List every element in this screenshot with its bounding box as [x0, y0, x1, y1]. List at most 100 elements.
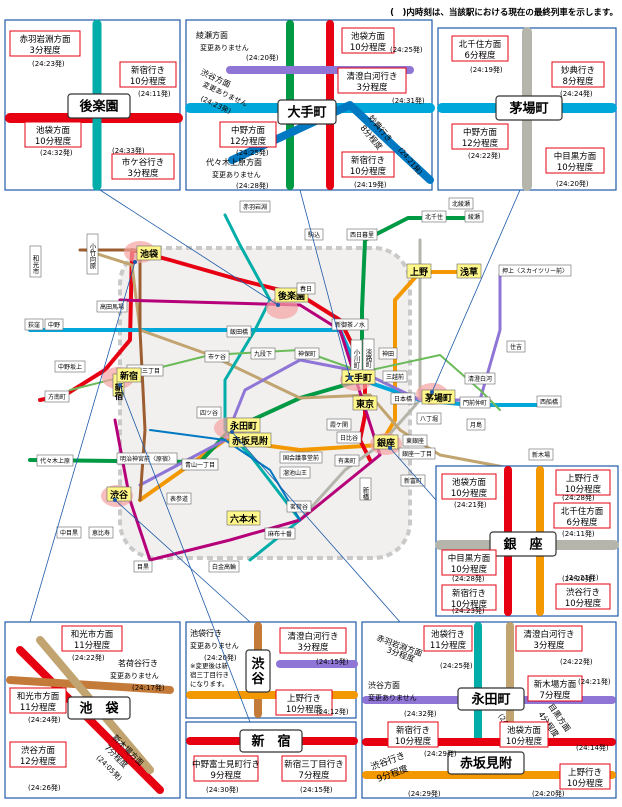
korakuen-item-1-last: (24:11発): [138, 89, 171, 98]
station-16-label: 高田馬場: [100, 303, 124, 311]
pointer-korakuen-tip: [276, 303, 280, 307]
korakuen-item-1-frequency: 10分程度: [130, 76, 167, 87]
station-24-label: 中野坂上: [58, 363, 82, 371]
otemachi-item-3-frequency: 3分程度: [357, 82, 388, 93]
kayabacho-item-1-box: [551, 61, 605, 88]
station-32-label: 住吉: [510, 343, 522, 351]
line-yurakucho: [83, 248, 522, 472]
station-11-box: [498, 264, 572, 277]
kayabacho-item-1-direction: 妙典行き: [561, 65, 595, 76]
station-28: 神保町: [294, 347, 320, 360]
ikebukuro-item-1-last: (24:24発): [28, 715, 61, 724]
korakuen-item-0-frequency: 3分程度: [30, 45, 61, 56]
otemachi-item-7-last: (24:19発): [354, 180, 387, 189]
ginza-item-2-frequency: 6分程度: [567, 517, 598, 528]
station-6-label: 北綾瀬: [452, 200, 470, 208]
station-10: 浅草: [456, 263, 482, 279]
nagatacho-item-6-box: [387, 721, 439, 748]
kayabacho-item-0-last: (24:19発): [470, 65, 503, 74]
station-21-label: 小川町: [352, 348, 360, 369]
otemachi-title-label: 大手町: [287, 105, 326, 121]
station-37-box: [352, 395, 378, 411]
ikebukuro-item-0-box: [61, 625, 123, 652]
station-16-box: [96, 300, 128, 313]
otemachi-title: 大手町: [277, 99, 337, 125]
ginza-item-4-frequency: 10分程度: [451, 599, 488, 610]
station-63: 新富町: [400, 474, 426, 487]
station-44: 日比谷: [336, 431, 362, 444]
ginza-item-0-frequency: 10分程度: [451, 488, 488, 499]
station-27: 九段下: [250, 347, 276, 360]
station-28-label: 神保町: [298, 350, 316, 358]
station-31-label: 清澄白河: [468, 375, 492, 383]
nagatacho-item-9-frequency: 10分程度: [567, 778, 604, 789]
otemachi-item-6-dir: 代々木上原方面: [206, 157, 262, 167]
station-28-box: [294, 347, 320, 360]
station-4: 駒込: [304, 228, 324, 241]
kayabacho-item-0-box: [451, 35, 509, 62]
station-63-label: 新富町: [404, 477, 422, 485]
korakuen-item-2-frequency: 10分程度: [35, 136, 72, 147]
station-36-box: [536, 395, 562, 408]
kayabacho-title: 茅場町: [495, 95, 563, 121]
station-62-box: [402, 434, 428, 447]
nagatacho-item-7-box: [499, 721, 549, 748]
ikebukuro-title-label: 池 袋: [79, 701, 119, 717]
station-29-label: 大手町: [345, 372, 372, 384]
pointer-kayabacho-tip: [430, 390, 434, 394]
station-9-label: 上野: [410, 266, 428, 278]
otemachi-item-1-frequency: 10分程度: [350, 42, 387, 53]
ginza-item-3-last: (24:28発): [452, 574, 485, 583]
station-51-label: 明治神宮前〈原宿〉: [120, 455, 174, 463]
station-66-box: [116, 367, 142, 383]
nagatacho-item-7-direction: 池袋方面: [507, 725, 542, 736]
otemachi-item-1-box: [341, 27, 395, 54]
ginza-title-box: [489, 531, 557, 557]
station-14-box: [24, 318, 44, 331]
station-59: 白金高輪: [208, 560, 240, 573]
ginza-title: 銀 座: [489, 531, 557, 557]
station-50: 代々木上原: [36, 454, 74, 467]
pointer-shinjuku: [119, 384, 251, 723]
otemachi-item-0-last: (24:20発): [246, 53, 279, 62]
otemachi-item-3-direction: 清澄白河行き: [346, 71, 397, 82]
station-27-box: [250, 347, 276, 360]
station-27-label: 九段下: [254, 350, 272, 358]
station-54-box: [106, 486, 132, 502]
station-5: 西日暮里: [346, 228, 378, 241]
korakuen-item-0-box: [9, 30, 81, 57]
nagatacho-item-4-freq: 変更ありません: [368, 693, 417, 702]
ginza-item-0-last: (24:21発): [454, 500, 487, 509]
korakuen-item-2-last: (24:32発): [40, 148, 73, 157]
station-60-box: [133, 560, 153, 573]
shibuya-item-0-freq: 変更ありません: [190, 641, 239, 650]
korakuen-item-3-direction: 市ケ谷行き: [122, 157, 165, 168]
station-33: 日本橋: [390, 392, 416, 405]
station-11: 押上〈スカイツリー前〉: [498, 264, 572, 277]
station-58-box: [88, 526, 114, 539]
station-15-box: [44, 318, 64, 331]
shibuya-title-label: 渋谷: [251, 656, 265, 687]
pointer-ginza-tip: [388, 446, 392, 450]
station-40-label: 赤坂見附: [232, 435, 268, 447]
shinjuku-title: 新 宿: [239, 729, 303, 753]
station-2-box: [239, 200, 271, 213]
station-42-label: 溜池山王: [283, 469, 307, 477]
station-37-label: 東京: [356, 398, 374, 410]
korakuen-item-2-box: [24, 121, 82, 148]
station-2-label: 赤羽岩淵: [243, 203, 267, 211]
station-52: 青山一丁目: [181, 458, 219, 471]
otemachi-item-7-direction: 新宿行き: [351, 155, 385, 166]
ginza-item-1-box: [555, 469, 611, 496]
station-59-box: [208, 560, 240, 573]
station-22: 淡路町: [362, 338, 375, 371]
station-5-box: [346, 228, 378, 241]
ikebukuro-line-fukutoshin: [6, 676, 174, 694]
station-57-label: 中目黒: [60, 529, 78, 537]
station-20-label: 新御茶ノ水: [335, 321, 365, 329]
station-55-box: [226, 510, 261, 526]
